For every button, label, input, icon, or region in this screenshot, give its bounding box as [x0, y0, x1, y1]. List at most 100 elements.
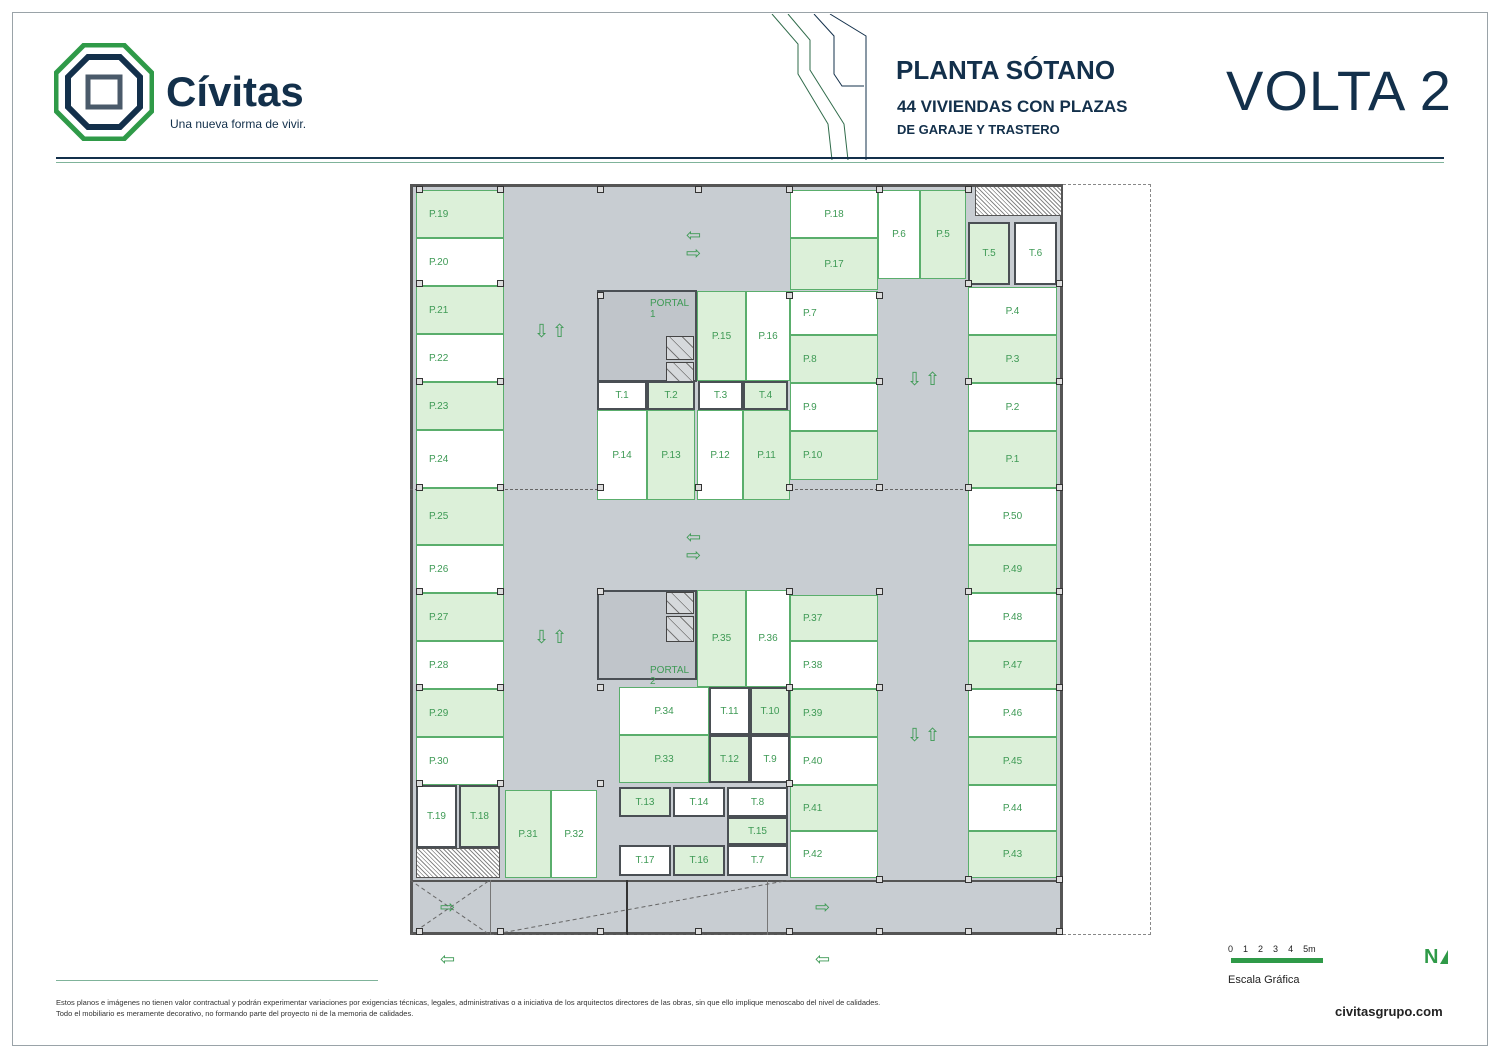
scale-label: Escala Gráfica — [1228, 974, 1300, 986]
space-label: P.45 — [1002, 755, 1023, 767]
space-label: T.18 — [470, 811, 489, 822]
space-label: P.29 — [429, 707, 449, 719]
structural-column — [416, 928, 423, 935]
parking-space-p31: P.31 — [505, 790, 551, 878]
parking-space-p5: P.5 — [920, 190, 966, 279]
space-label: P.32 — [564, 828, 584, 840]
elevator — [666, 362, 694, 382]
north-indicator: N — [1424, 946, 1439, 968]
storage-room-t14: T.14 — [673, 787, 725, 817]
parking-space-p18: P.18 — [790, 190, 878, 238]
traffic-arrow-icon: ⇧ — [925, 369, 941, 389]
space-label: P.27 — [429, 611, 449, 623]
traffic-arrow-icon: ⇦ — [686, 527, 702, 547]
structural-column — [497, 484, 504, 491]
structural-column — [416, 588, 423, 595]
structural-column — [1056, 588, 1063, 595]
parking-space-p1: P.1 — [968, 431, 1057, 488]
structural-column — [497, 684, 504, 691]
space-label: P.12 — [710, 449, 730, 461]
structural-column — [597, 780, 604, 787]
space-label: P.8 — [803, 353, 817, 365]
structural-column — [597, 588, 604, 595]
traffic-arrow-icon: ⇧ — [925, 725, 941, 745]
space-label: P.28 — [429, 659, 449, 671]
structural-column — [786, 928, 793, 935]
space-label: P.46 — [1002, 707, 1023, 719]
structural-column — [1056, 280, 1063, 287]
structural-column — [965, 588, 972, 595]
structural-column — [497, 378, 504, 385]
structural-column — [965, 378, 972, 385]
plan-subtitle: 44 VIVIENDAS CON PLAZAS — [897, 97, 1128, 116]
parking-space-p11: P.11 — [743, 410, 790, 500]
parking-space-p46: P.46 — [968, 689, 1057, 737]
structural-column — [497, 928, 504, 935]
parking-space-p50: P.50 — [968, 488, 1057, 545]
space-label: P.3 — [1005, 353, 1020, 365]
website-link[interactable]: civitasgrupo.com — [1335, 1004, 1443, 1019]
space-label: P.31 — [518, 828, 538, 840]
structural-column — [876, 928, 883, 935]
space-label: P.19 — [429, 208, 449, 220]
north-arrow-icon — [1440, 950, 1448, 964]
structural-column — [965, 280, 972, 287]
structural-column — [965, 876, 972, 883]
space-label: T.11 — [720, 705, 739, 717]
storage-room-t19: T.19 — [416, 785, 457, 848]
structural-column — [597, 292, 604, 299]
space-label: T.1 — [615, 390, 629, 401]
structural-column — [416, 186, 423, 193]
parking-space-p43: P.43 — [968, 831, 1057, 878]
space-label: P.10 — [803, 450, 823, 461]
structural-column — [876, 378, 883, 385]
civitas-logo-icon — [54, 43, 154, 141]
storage-room-t11: T.11 — [709, 687, 750, 735]
structural-column — [597, 186, 604, 193]
page-frame — [12, 12, 1488, 1046]
structural-column — [497, 280, 504, 287]
structural-column — [695, 928, 702, 935]
traffic-arrow-icon: ⇩ — [907, 725, 923, 745]
structural-column — [597, 684, 604, 691]
structural-column — [965, 186, 972, 193]
volta-logo: VOLTA 2 — [1226, 59, 1452, 122]
parking-space-p13: P.13 — [647, 410, 695, 500]
parking-space-p19: P.19 — [416, 190, 504, 238]
structural-column — [1056, 876, 1063, 883]
space-label: T.17 — [635, 855, 655, 866]
storage-room-t1: T.1 — [597, 381, 647, 410]
portal-2-label: PORTAL 2 — [650, 665, 689, 687]
space-label: P.30 — [429, 755, 449, 767]
storage-room-t7: T.7 — [727, 845, 788, 876]
space-label: P.5 — [936, 229, 950, 240]
structural-column — [876, 876, 883, 883]
parking-space-p33: P.33 — [619, 735, 709, 783]
space-label: P.14 — [612, 449, 632, 461]
storage-room-t9: T.9 — [750, 735, 790, 783]
space-label: P.44 — [1002, 802, 1023, 814]
storage-room-t8: T.8 — [727, 787, 788, 817]
plan-title: PLANTA SÓTANO — [896, 55, 1116, 85]
parking-space-p2: P.2 — [968, 383, 1057, 431]
parking-space-p42: P.42 — [790, 831, 878, 878]
parking-space-p4: P.4 — [968, 287, 1057, 335]
parking-space-p47: P.47 — [968, 641, 1057, 689]
disclaimer-2: Todo el mobiliario es meramente decorati… — [56, 1009, 414, 1018]
parking-space-p27: P.27 — [416, 593, 504, 641]
parking-space-p28: P.28 — [416, 641, 504, 689]
parking-space-p48: P.48 — [968, 593, 1057, 641]
space-label: T.15 — [748, 825, 767, 837]
parking-space-p34: P.34 — [619, 687, 709, 735]
storage-room-t15: T.15 — [727, 817, 788, 845]
structural-column — [876, 186, 883, 193]
structural-column — [876, 292, 883, 299]
brand-tagline: Una nueva forma de vivir. — [170, 117, 307, 131]
space-label: P.40 — [803, 755, 823, 767]
plan-subtitle-2: DE GARAJE Y TRASTERO — [897, 122, 1060, 137]
structural-column — [965, 684, 972, 691]
parking-space-p23: P.23 — [416, 382, 504, 430]
traffic-arrow-icon: ⇩ — [534, 627, 550, 647]
elevator — [666, 616, 694, 642]
